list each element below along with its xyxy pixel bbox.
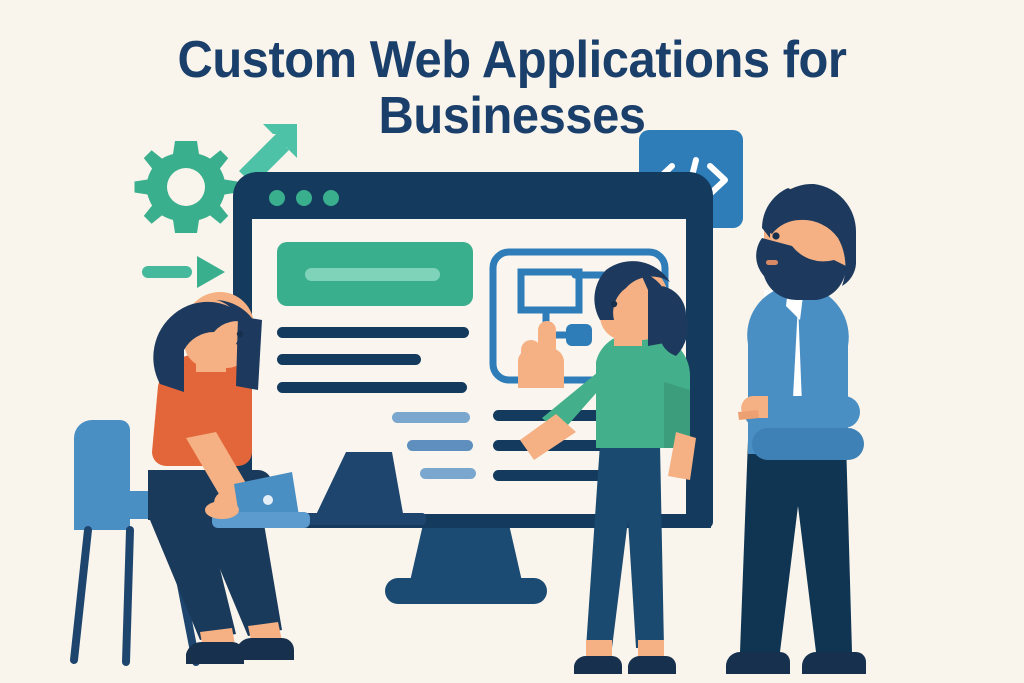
page-title: Custom Web Applications for Businesses bbox=[177, 31, 847, 146]
standing-woman-presenting bbox=[518, 261, 696, 674]
secondary-laptop bbox=[296, 452, 426, 525]
screen-hero-block bbox=[277, 242, 473, 306]
monitor-titlebar-dots bbox=[269, 190, 339, 206]
screen-text-lines bbox=[277, 327, 469, 393]
gear-large-icon bbox=[134, 141, 238, 233]
arrow-right-icon bbox=[142, 256, 225, 288]
standing-man-arms-crossed bbox=[726, 183, 866, 674]
desktop-monitor bbox=[233, 172, 713, 604]
seated-woman-with-laptop bbox=[70, 292, 310, 666]
screen-list-bars bbox=[392, 412, 476, 479]
